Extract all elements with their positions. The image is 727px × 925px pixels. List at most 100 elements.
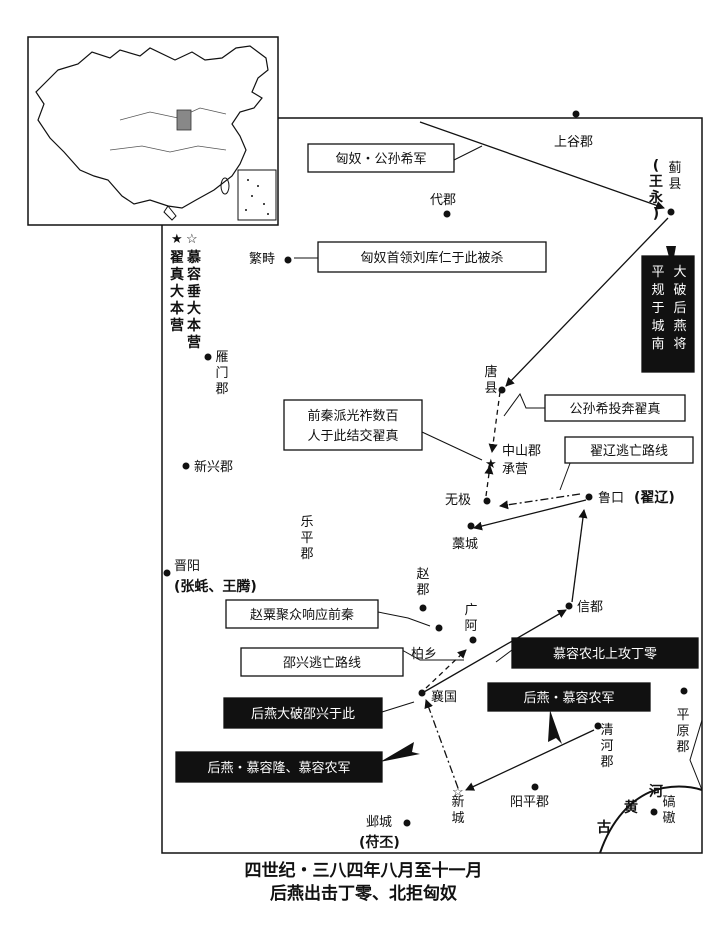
legend-murongchui-label: 慕容垂大本营	[186, 249, 202, 351]
place-name-qinghe: 清河郡	[600, 723, 613, 770]
route-xincheng-to-xiangguo	[424, 699, 459, 789]
annotation-text-dapo-col1: 大破后燕将	[673, 265, 686, 352]
pointer-arrow-houyanlong	[380, 742, 420, 762]
annotation-liukuren: 匈奴首领刘库仁于此被杀	[317, 241, 547, 273]
marker-baixiang	[435, 624, 443, 632]
yellow-river-line	[599, 785, 703, 854]
marker-zhao	[419, 604, 427, 612]
marker-pingyuan	[680, 687, 688, 695]
pointer-arrow-murongnong	[548, 710, 562, 744]
place-name-fupi: (苻丕)	[359, 834, 400, 851]
marker-xiangguo	[418, 689, 426, 697]
marker-ji	[667, 208, 675, 216]
place-markers	[163, 110, 688, 827]
place-name-xiangguo: 襄国	[431, 689, 457, 705]
annotation-text-qianqin2: 人于此结交翟真	[307, 428, 398, 444]
place-name-xinxing: 新兴郡	[194, 459, 233, 475]
place-name-shanggu: 上谷郡	[554, 135, 593, 150]
annotation-text-zhaosu: 赵粟聚众响应前秦	[250, 607, 354, 623]
coastline	[689, 719, 703, 791]
annotation-text-houyanlong: 后燕・慕容隆、慕容农军	[207, 760, 350, 776]
marker-shanggu	[572, 110, 580, 118]
place-name-zhao: 赵郡	[416, 567, 429, 598]
place-name-zhangqian: (张蚝、王腾)	[174, 578, 257, 595]
map-title-line2: 后燕出击丁零、北拒匈奴	[270, 884, 457, 904]
place-name-leping: 乐平郡	[300, 515, 313, 562]
marker-qinghe	[594, 722, 602, 730]
marker-gaocheng	[467, 522, 475, 530]
route-tang-to-zhongshan	[488, 391, 501, 453]
place-name-huang: 黄	[624, 799, 638, 816]
annotation-text-houyannong: 后燕・慕容农军	[523, 690, 614, 706]
place-name-chengying: 承营	[502, 462, 528, 477]
route-lines	[419, 121, 669, 791]
route-qinghe-to-xincheng	[465, 729, 595, 791]
annotation-text-murongnong: 慕容农北上攻丁零	[553, 646, 657, 662]
annotation-labels: 匈奴・公孙希军匈奴首领刘库仁于此被杀大破后燕将平规于城南公孙希投奔翟真前秦派光祚…	[175, 143, 699, 800]
route-xiangguo-to-guanga	[425, 649, 467, 689]
place-name-yecheng: 邺城	[366, 815, 392, 830]
annotation-text-liukuren: 匈奴首领刘库仁于此被杀	[360, 250, 503, 266]
place-name-yanmen: 雁门郡	[215, 350, 228, 397]
annotation-text-shaoxing: 邵兴逃亡路线	[283, 655, 361, 671]
marker-dai	[443, 210, 451, 218]
inset-highlight-region	[176, 109, 192, 131]
legend-zhaizhen-label: 翟真大本营	[170, 250, 185, 334]
place-name-wuji: 无极	[445, 493, 471, 508]
place-name-guanga: 广阿	[464, 603, 477, 634]
place-name-tang: 唐县	[484, 364, 497, 396]
place-name-baixiang: 柏乡	[411, 647, 437, 662]
place-name-wangyong: (王永)	[648, 158, 664, 222]
marker-fanshi	[284, 256, 292, 264]
place-name-zhongshan: 中山郡	[502, 444, 541, 459]
legend-star-open-icon: ☆	[186, 232, 198, 247]
marker-jinyang	[163, 569, 171, 577]
annotation-houyanda: 后燕大破邵兴于此	[223, 697, 383, 729]
marker-lukou	[585, 493, 593, 501]
route-lukou-to-gaocheng	[473, 499, 587, 531]
marker-yecheng	[403, 819, 411, 827]
marker-xindu	[565, 602, 573, 610]
annotation-text-houyanda: 后燕大破邵兴于此	[251, 707, 355, 722]
annotation-text-xiongnu: 匈奴・公孙希军	[335, 151, 426, 167]
marker-tang	[498, 386, 506, 394]
annotation-zhaosu: 赵粟聚众响应前秦	[225, 599, 379, 629]
star-xincheng-camp-icon: ☆	[452, 785, 464, 800]
inset-china-map	[27, 36, 279, 226]
place-name-xincheng: 新城	[451, 794, 464, 826]
place-name-he: 河	[649, 783, 663, 800]
route-lukou-to-wuji	[499, 493, 581, 510]
marker-yangping	[531, 783, 539, 791]
place-name-dai: 代郡	[430, 193, 456, 208]
map-title-line1: 四世纪・三八四年八月至十一月	[244, 861, 483, 881]
place-name-pingyuan: 平原郡	[676, 708, 689, 755]
marker-xinxing	[182, 462, 190, 470]
map-frame	[161, 117, 703, 854]
annotation-taowang: 翟辽逃亡路线	[564, 436, 694, 464]
annotation-shaoxing: 邵兴逃亡路线	[240, 647, 404, 677]
annotation-murongnong: 慕容农北上攻丁零	[511, 637, 699, 669]
annotation-touben: 公孙希投奔翟真	[544, 394, 686, 422]
marker-qiaoao	[650, 808, 658, 816]
marker-wuji	[483, 497, 491, 505]
annotation-text-qianqin1: 前秦派光祚数百	[307, 408, 398, 424]
marker-yanmen	[204, 353, 212, 361]
annotation-xiongnu: 匈奴・公孙希军	[307, 143, 455, 173]
place-name-zhailiao: (翟辽)	[634, 490, 675, 506]
route-xiongnu-to-ji	[419, 121, 665, 210]
place-name-gu: 古	[597, 819, 611, 836]
place-name-gaocheng: 藁城	[452, 537, 478, 552]
star-zhongshan-camp-icon: ★	[485, 457, 497, 472]
route-ji-to-tang	[505, 217, 669, 387]
pointer-lines	[294, 145, 573, 713]
route-xiangguo-to-xindu	[423, 609, 567, 693]
place-name-lukou: 鲁口	[598, 491, 624, 506]
place-name-fanshi: 繁畤	[249, 251, 275, 267]
place-name-qiaoao: 碻磝	[662, 794, 675, 826]
place-name-xindu: 信都	[577, 600, 603, 615]
annotation-text-taowang: 翟辽逃亡路线	[590, 443, 668, 459]
